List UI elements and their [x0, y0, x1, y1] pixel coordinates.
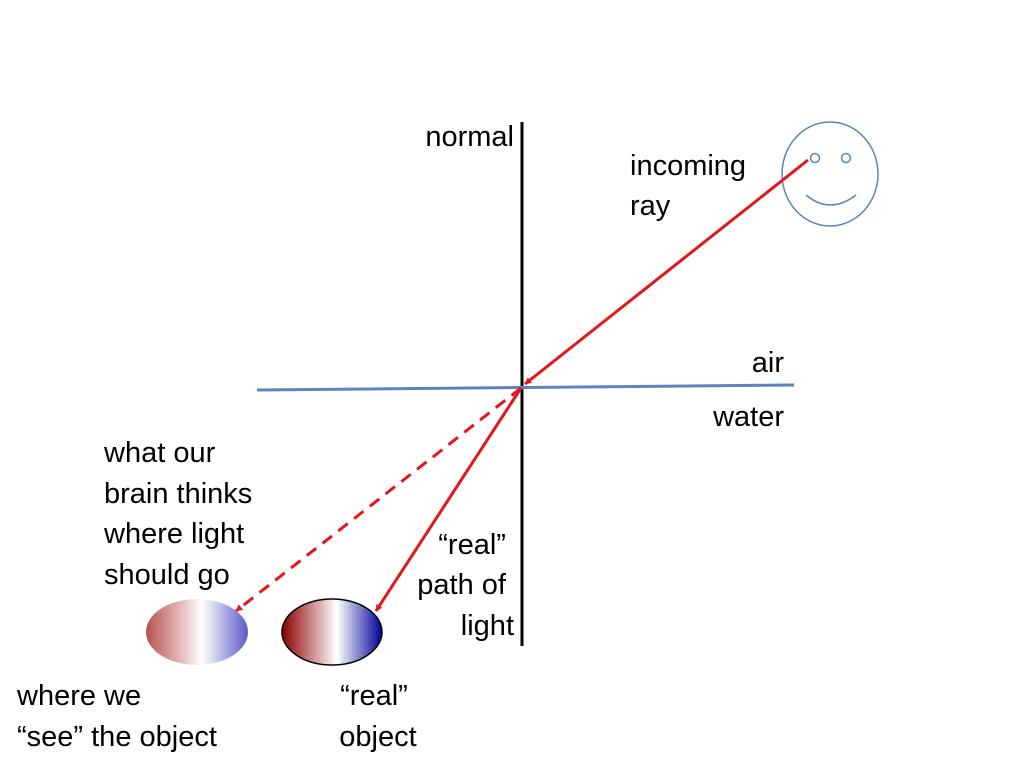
- where-we-see-label: where we “see” the object: [16, 680, 217, 753]
- water-label: water: [712, 401, 784, 433]
- incoming-ray-label: incoming ray: [630, 150, 754, 222]
- air-label: air: [752, 347, 785, 379]
- apparent-object: [146, 599, 248, 665]
- apparent-path-arrow: [235, 386, 522, 613]
- incoming-ray-arrow: [524, 158, 809, 386]
- real-object-label: “real” object: [339, 680, 416, 753]
- smiley-face-icon: [781, 121, 879, 227]
- brain-thinks-label: what our brain thinks where light should…: [103, 437, 260, 591]
- real-path-arrow: [374, 387, 523, 612]
- normal-label: normal: [425, 121, 514, 153]
- real-path-label: “real” path of light: [417, 529, 514, 642]
- water-surface-line: [256, 383, 795, 392]
- real-object: [281, 598, 383, 666]
